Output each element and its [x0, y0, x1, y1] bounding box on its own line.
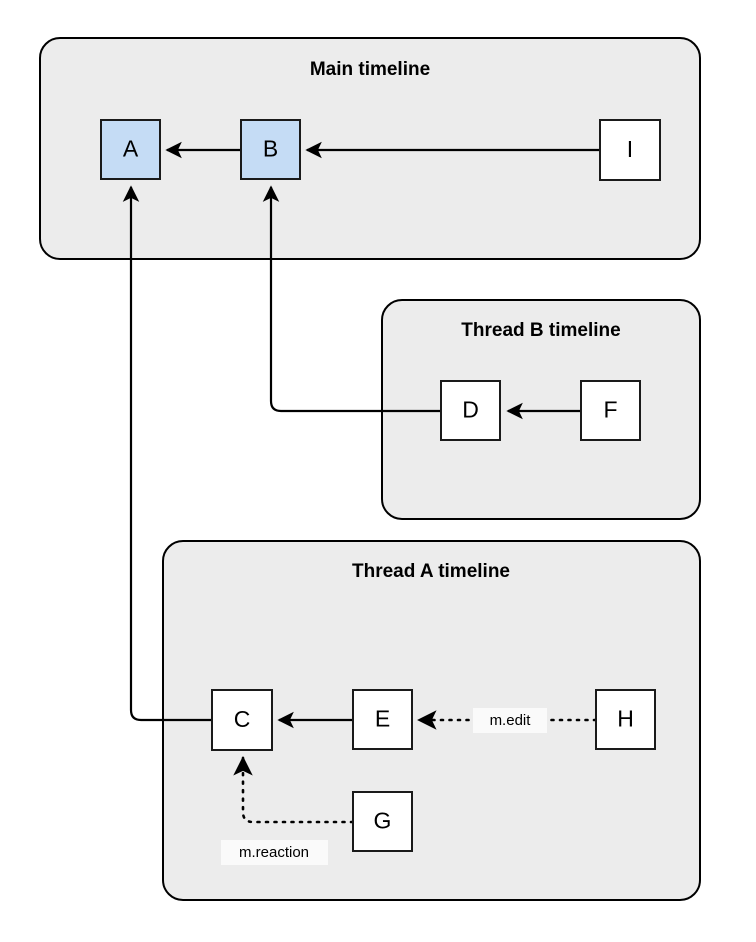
edge-C-to-A [122, 185, 212, 722]
event-node-label: C [234, 706, 251, 732]
edge-label-background [221, 840, 328, 865]
event-node-I[interactable]: I [599, 119, 661, 181]
event-node-box [580, 380, 641, 441]
event-node-label: E [375, 706, 390, 732]
event-node-box [100, 119, 161, 180]
event-node-C[interactable]: C [211, 689, 273, 751]
timeline-edges-layer [122, 141, 600, 824]
edge-label-m-reaction: m.reaction [221, 840, 328, 865]
event-node-label: I [627, 136, 633, 162]
event-node-label: B [263, 136, 278, 162]
event-node-A[interactable]: A [100, 119, 161, 180]
event-node-label: H [617, 706, 634, 732]
edge-label-text: m.reaction [239, 844, 309, 861]
event-node-box [440, 380, 501, 441]
event-node-B[interactable]: B [240, 119, 301, 180]
event-node-box [240, 119, 301, 180]
event-node-box [352, 791, 413, 852]
event-node-label: F [603, 397, 617, 423]
event-node-box [599, 119, 661, 181]
edge-label-m-edit: m.edit [473, 708, 547, 733]
event-node-G[interactable]: G [352, 791, 413, 852]
event-node-box [595, 689, 656, 750]
timeline-group-main: Main timeline [39, 37, 701, 260]
event-node-E[interactable]: E [352, 689, 413, 750]
timeline-nodes-layer: A B I D F C E H G [100, 119, 661, 852]
event-node-box [211, 689, 273, 751]
event-node-label: D [462, 397, 479, 423]
timeline-edge-labels-layer: m.edit m.reaction [221, 708, 547, 865]
timeline-group-box [39, 37, 701, 260]
edge-D-to-B [262, 185, 441, 413]
edge-label-text: m.edit [490, 712, 532, 729]
event-node-label: A [123, 136, 139, 162]
timeline-group-thread_b: Thread B timeline [381, 299, 701, 520]
timeline-group-box [381, 299, 701, 520]
timeline-group-title: Thread A timeline [352, 561, 510, 582]
event-node-H[interactable]: H [595, 689, 656, 750]
event-node-label: G [374, 808, 392, 834]
event-node-F[interactable]: F [580, 380, 641, 441]
timeline-group-title: Thread B timeline [461, 320, 620, 341]
edge-label-background [473, 708, 547, 733]
timeline-group-title: Main timeline [310, 59, 430, 80]
event-node-D[interactable]: D [440, 380, 501, 441]
event-node-box [352, 689, 413, 750]
